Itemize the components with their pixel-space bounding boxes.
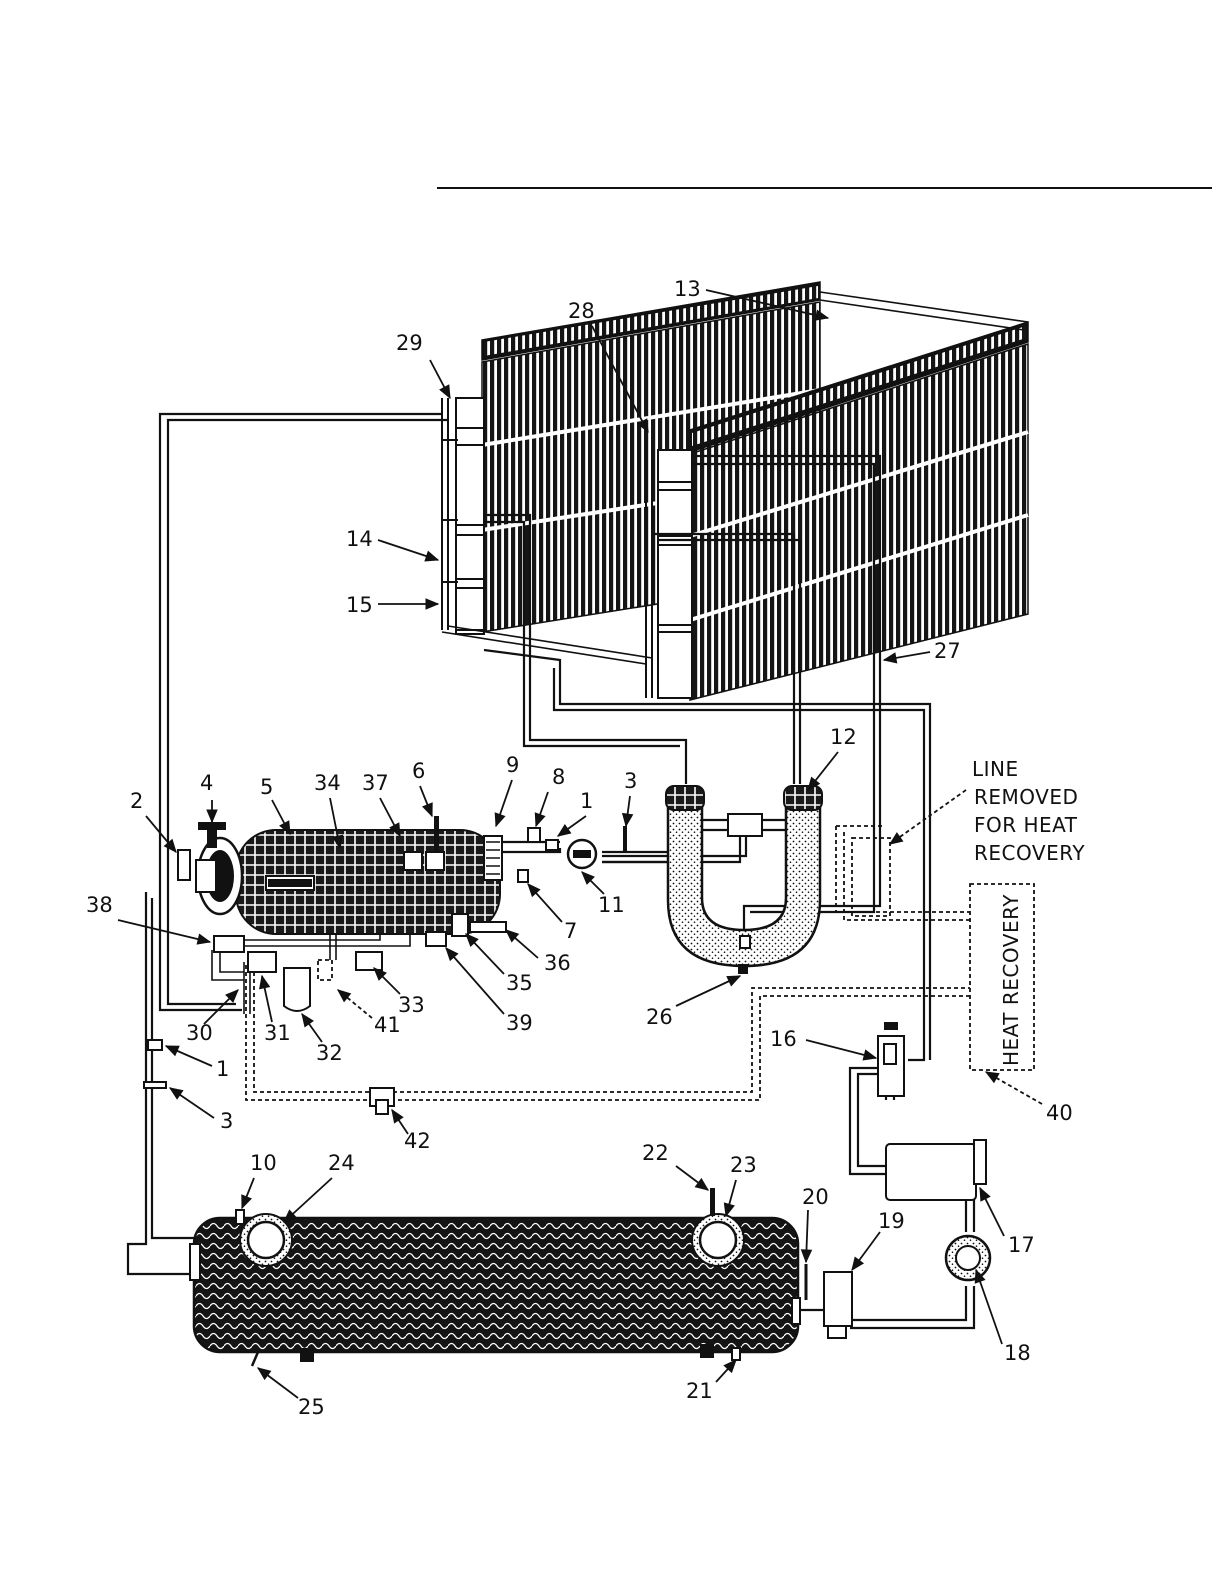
callout-42: 42 xyxy=(404,1129,431,1153)
leader-1-lower-arrowhead xyxy=(166,1046,179,1055)
leader-25-arrowhead xyxy=(258,1368,271,1379)
callout-32: 32 xyxy=(316,1041,343,1065)
leader-31-arrowhead xyxy=(260,976,270,989)
leader-16-arrowhead xyxy=(863,1050,876,1060)
callout-9: 9 xyxy=(506,753,519,777)
callout-17: 17 xyxy=(1008,1233,1035,1257)
callout-2: 2 xyxy=(130,789,143,813)
callout-18: 18 xyxy=(1004,1341,1031,1365)
callout-29: 29 xyxy=(396,331,423,355)
callout-34: 34 xyxy=(314,771,341,795)
callout-38: 38 xyxy=(86,893,113,917)
callout-7: 7 xyxy=(564,919,577,943)
line-removed-text-1: LINE xyxy=(972,757,1019,781)
leader-10-arrowhead xyxy=(242,1195,251,1208)
leader-22-arrowhead xyxy=(695,1179,708,1190)
callout-23: 23 xyxy=(730,1153,757,1177)
line-removed-text-3: FOR HEAT xyxy=(974,813,1078,837)
callout-3: 3 xyxy=(624,769,637,793)
callout-19: 19 xyxy=(878,1209,905,1233)
callout-22: 22 xyxy=(642,1141,669,1165)
callout-31: 31 xyxy=(264,1021,291,1045)
leader-23-arrowhead xyxy=(724,1203,734,1216)
callout-41: 41 xyxy=(374,1013,401,1037)
callout-40: 40 xyxy=(1046,1101,1073,1125)
callout-5: 5 xyxy=(260,775,273,799)
leader-13-arrowhead xyxy=(815,310,828,320)
callout-27: 27 xyxy=(934,639,961,663)
callout-26: 26 xyxy=(646,1005,673,1029)
callout-15: 15 xyxy=(346,593,373,617)
heat-recovery-label: HEAT RECOVERY xyxy=(999,894,1023,1066)
leader-19-arrowhead xyxy=(852,1257,863,1270)
callout-28: 28 xyxy=(568,299,595,323)
callout-8: 8 xyxy=(552,765,565,789)
leader-14-arrowhead xyxy=(425,551,438,560)
leader-42-arrowhead xyxy=(392,1110,403,1123)
leader-38-arrowhead xyxy=(197,934,210,944)
leader-3-arrowhead xyxy=(623,813,633,826)
callout-6: 6 xyxy=(412,759,425,783)
leader-20-arrowhead xyxy=(801,1250,811,1262)
callout-30: 30 xyxy=(186,1021,213,1045)
line-removed-text-4: RECOVERY xyxy=(974,841,1085,865)
callout-1: 1 xyxy=(580,789,593,813)
callout-37: 37 xyxy=(362,771,389,795)
callout-10: 10 xyxy=(250,1151,277,1175)
leader-4-arrowhead xyxy=(207,810,217,822)
leader-15-arrowhead xyxy=(426,599,438,609)
line-removed-text-2: REMOVED xyxy=(974,785,1078,809)
callout-12: 12 xyxy=(830,725,857,749)
callout-13: 13 xyxy=(674,277,701,301)
leader-1-arrowhead xyxy=(558,825,571,836)
leader-38 xyxy=(118,920,210,942)
callout-4: 4 xyxy=(200,771,213,795)
callout-35: 35 xyxy=(506,971,533,995)
callout-16: 16 xyxy=(770,1027,797,1051)
leader-line-removed xyxy=(890,790,966,844)
expansion-components xyxy=(806,1022,990,1338)
callout-21: 21 xyxy=(686,1379,713,1403)
callout-20: 20 xyxy=(802,1185,829,1209)
compressor-assembly xyxy=(178,816,625,1011)
callout-14: 14 xyxy=(346,527,373,551)
leader-6-arrowhead xyxy=(423,803,432,816)
leader-39 xyxy=(446,948,504,1014)
callout-33: 33 xyxy=(398,993,425,1017)
leader-line-removed-arrowhead xyxy=(890,833,903,844)
callout-1-lower: 1 xyxy=(216,1057,229,1081)
leader-29-arrowhead xyxy=(440,385,450,398)
callout-39: 39 xyxy=(506,1011,533,1035)
line-removed-note: LINE REMOVED FOR HEAT RECOVERY xyxy=(972,757,1085,865)
leader-17-arrowhead xyxy=(980,1188,990,1201)
leader-26-arrowhead xyxy=(727,976,740,986)
leader-3-lower-arrowhead xyxy=(170,1088,183,1099)
callout-24: 24 xyxy=(328,1151,355,1175)
callout-3-lower: 3 xyxy=(220,1109,233,1133)
leader-9-arrowhead xyxy=(495,813,504,826)
callout-25: 25 xyxy=(298,1395,325,1419)
leader-27-arrowhead xyxy=(884,653,897,663)
leader-40-arrowhead xyxy=(986,1072,999,1082)
callout-11: 11 xyxy=(598,893,625,917)
leader-8-arrowhead xyxy=(535,813,544,826)
leader-32-arrowhead xyxy=(302,1014,313,1027)
callout-36: 36 xyxy=(544,951,571,975)
